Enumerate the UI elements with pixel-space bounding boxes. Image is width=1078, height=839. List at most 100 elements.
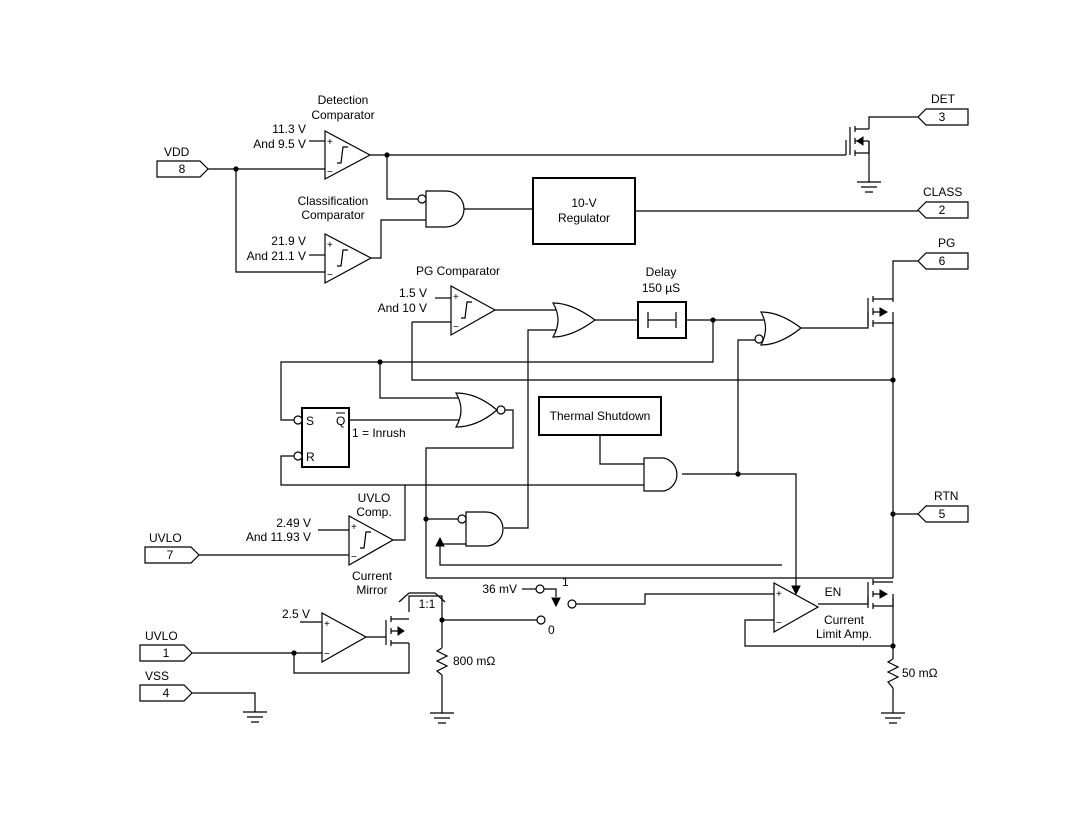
pin-rtn-number: 5 (939, 507, 946, 521)
pin-uvlo-1-name: UVLO (145, 629, 178, 643)
cl-amp-label-2: Limit Amp. (816, 627, 872, 641)
ground-icon-50m (881, 712, 905, 724)
pin-vdd: 8 VDD (156, 145, 209, 178)
pg-plus: + (453, 292, 459, 303)
regulator-label-1: 10-V (571, 196, 596, 210)
ground-icon-vss (243, 711, 267, 723)
pin-det-name: DET (931, 92, 956, 106)
uvlo-comparator: + − UVLO Comp. 2.49 V And 11.93 V (246, 491, 395, 567)
current-limit-switch: 36 mV 1 0 (482, 575, 577, 637)
pin-det-number: 3 (939, 110, 946, 124)
mirror-label-2: Mirror (356, 583, 387, 597)
pin-pg-number: 6 (939, 254, 946, 268)
ground-icon-det (857, 181, 881, 193)
wires (192, 116, 918, 713)
sr-latch: S R Q 1 = Inrush (293, 407, 406, 468)
pin-pg: 6 PG (917, 236, 969, 270)
uvlo-threshold-1: 2.49 V (276, 516, 311, 530)
en-label: EN (825, 585, 842, 599)
pin-vss-name: VSS (145, 669, 169, 683)
pin-class-number: 2 (939, 203, 946, 217)
pg-comparator: + − PG Comparator 1.5 V And 10 V (378, 264, 500, 337)
latch-s: S (306, 414, 314, 428)
pin-uvlo-1: 1 UVLO (139, 629, 193, 662)
resistor-50m: 50 mΩ (886, 658, 938, 689)
pg-minus: − (453, 322, 459, 333)
pg-mosfet (867, 296, 894, 327)
pin-uvlo-7: 7 UVLO (144, 531, 200, 564)
r-800-label: 800 mΩ (453, 654, 495, 668)
delay-label-1: Delay (646, 265, 677, 279)
cl-amp-minus: − (776, 618, 782, 629)
cl-amp-label-1: Current (824, 613, 865, 627)
and-gate-uvlo (435, 511, 504, 547)
thermal-shutdown: Thermal Shutdown (538, 396, 662, 436)
or-gate-1 (551, 302, 597, 338)
pin-vdd-number: 8 (179, 162, 186, 176)
mirror-label-1: Current (352, 569, 393, 583)
class-comp-label-1: Classification (298, 194, 369, 208)
class-comp-label-2: Comparator (301, 208, 364, 222)
pin-vss-number: 4 (163, 686, 170, 700)
det-mosfet (845, 126, 870, 156)
ref-36mv: 36 mV (482, 582, 517, 596)
pin-class: 2 CLASS (917, 185, 969, 219)
pin-vdd-name: VDD (164, 145, 190, 159)
switch-1-label: 1 (562, 575, 569, 589)
class-threshold-2: And 21.1 V (247, 249, 306, 263)
pin-vss: 4 VSS (139, 669, 193, 702)
det-plus: + (327, 137, 333, 148)
pin-class-name: CLASS (923, 185, 962, 199)
mirror-amp-plus: + (324, 619, 330, 630)
resistor-800m: 800 mΩ (435, 647, 495, 676)
det-threshold-2: And 9.5 V (253, 137, 306, 151)
pg-threshold-1: 1.5 V (399, 286, 427, 300)
det-comp-label-1: Detection (318, 93, 369, 107)
pin-det: 3 DET (917, 92, 969, 126)
uvlo-comp-label-1: UVLO (358, 491, 391, 505)
det-minus: − (327, 167, 333, 178)
junction-dots (233, 152, 896, 656)
latch-r: R (306, 450, 315, 464)
uvlo-minus: − (351, 552, 357, 563)
regulator-label-2: Regulator (558, 211, 610, 225)
and-gate-regulator (417, 190, 465, 228)
current-limit-amp: + − EN Current Limit Amp. (773, 581, 872, 641)
ground-icon-800m (430, 712, 454, 724)
det-threshold-1: 11.3 V (272, 122, 306, 136)
class-threshold-1: 21.9 V (271, 234, 306, 248)
rtn-mosfet (867, 579, 894, 609)
pin-rtn: 5 RTN (917, 489, 969, 523)
regulator-10v: 10-V Regulator (532, 177, 636, 245)
pin-rtn-name: RTN (934, 489, 958, 503)
thermal-label: Thermal Shutdown (550, 409, 651, 423)
det-comp-label-2: Comparator (311, 108, 374, 122)
latch-q: Q (336, 414, 345, 428)
and-gate-thermal (643, 457, 678, 492)
pin-uvlo-1-number: 1 (163, 646, 170, 660)
mirror-ratio: 1:1 (419, 597, 436, 611)
delay-block: Delay 150 µS (637, 265, 687, 339)
nor-gate (454, 392, 506, 428)
inrush-label: 1 = Inrush (352, 426, 406, 440)
class-minus: − (327, 270, 333, 281)
r-50-label: 50 mΩ (902, 666, 938, 680)
classification-comparator: + − Classification Comparator 21.9 V And… (247, 194, 373, 285)
switch-0-label: 0 (548, 623, 555, 637)
cl-amp-plus: + (776, 589, 782, 600)
or-gate-2 (754, 311, 802, 346)
uvlo-comp-label-2: Comp. (356, 505, 391, 519)
detection-comparator: + − Detection Comparator 11.3 V And 9.5 … (253, 93, 375, 180)
mirror-opamp: + − 2.5 V (282, 607, 368, 664)
current-mirror: 1:1 Current Mirror (352, 569, 446, 646)
pin-uvlo-7-name: UVLO (149, 531, 182, 545)
pin-uvlo-7-number: 7 (167, 548, 174, 562)
delay-label-2: 150 µS (642, 281, 680, 295)
uvlo-plus: + (351, 522, 357, 533)
uvlo-threshold-2: And 11.93 V (246, 530, 311, 544)
ref-2v5: 2.5 V (282, 607, 310, 621)
pg-threshold-2: And 10 V (378, 301, 427, 315)
pin-pg-name: PG (938, 236, 955, 250)
mirror-amp-minus: − (324, 649, 330, 660)
